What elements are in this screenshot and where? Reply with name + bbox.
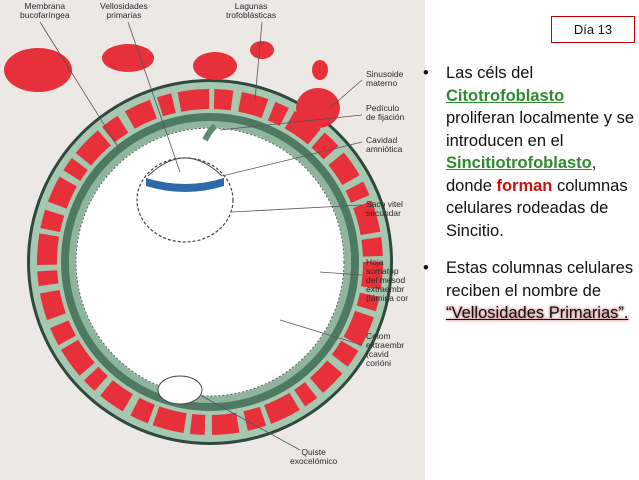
bullet-text: proliferan localmente y se introducen en…	[446, 109, 635, 150]
term-forman: forman	[496, 176, 553, 195]
maternal-sinusoid	[296, 88, 340, 128]
day-badge: Día 13	[551, 16, 635, 43]
bullet-list: • Las céls del Citotrofoblasto prolifera…	[420, 62, 635, 325]
term-vellosidades-primarias: “Vellosidades Primarias”.	[446, 304, 629, 322]
exocoelomic-cyst	[157, 375, 203, 405]
bullet-dot-icon: •	[423, 259, 429, 277]
leader-lines	[39, 21, 363, 451]
connecting-stalk	[202, 123, 217, 142]
bullet-item: • Las céls del Citotrofoblasto prolifera…	[420, 62, 635, 242]
bullet-text: columnas celulares rodeadas de Sincitio.	[446, 176, 628, 240]
cytotrophoblast-layer	[61, 113, 359, 411]
bullet-text: , donde	[446, 154, 597, 195]
maternal-sinusoid	[312, 60, 328, 80]
maternal-sinusoid	[102, 44, 154, 72]
maternal-sinusoid	[193, 52, 237, 80]
trophoblastic-lacunae	[37, 89, 383, 435]
term-citotrofoblasto: Citotrofoblasto	[446, 86, 565, 105]
embryo-diagram	[4, 21, 393, 451]
bullet-text: Estas columnas celulares reciben el nomb…	[446, 259, 634, 300]
bullet-dot-icon: •	[423, 64, 429, 82]
maternal-sinusoid	[4, 48, 72, 92]
chorionic-cavity-edge	[75, 127, 345, 397]
term-sincitiotrofoblasto: Sincitiotrofoblasto	[446, 154, 592, 172]
bullet-text: Las céls del	[446, 64, 534, 82]
embryonic-disc	[146, 178, 224, 192]
amniotic-cavity	[147, 157, 223, 177]
mesoderm-layer	[69, 121, 351, 403]
maternal-sinusoid	[250, 41, 274, 59]
bullet-item: • Estas columnas celulares reciben el no…	[420, 257, 635, 325]
day-label: Día 13	[573, 22, 613, 37]
